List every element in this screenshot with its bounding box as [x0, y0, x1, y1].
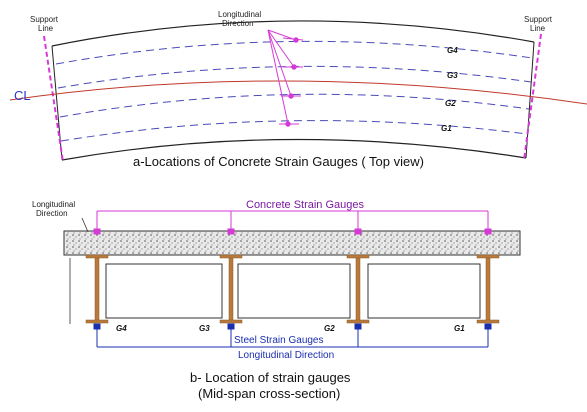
- concrete-gauge-marker: [93, 228, 101, 235]
- support-line-left-label-2: Line: [38, 24, 54, 33]
- support-line-right-label-1: Support: [524, 15, 553, 24]
- girder-g3-bottom-flange: [219, 319, 243, 324]
- support-line-left-label-1: Support: [30, 15, 59, 24]
- girder-label-g4: G4: [116, 324, 127, 333]
- top-view-caption: a-Locations of Concrete Strain Gauges ( …: [133, 154, 424, 169]
- girder-line-g4: [55, 40, 533, 65]
- steel-gauge-marker: [354, 323, 362, 330]
- girder-g4-top-flange: [85, 254, 109, 259]
- concrete-gauge-marker: [285, 121, 291, 127]
- cross-frame: [237, 263, 351, 319]
- girder-g2-bottom-flange: [346, 319, 370, 324]
- girder-label-g1: G1: [441, 124, 452, 133]
- longitudinal-direction-leader: [69, 217, 89, 324]
- centerline: [9, 80, 587, 105]
- girder-label-g2: G2: [324, 324, 335, 333]
- concrete-gauge-bracket: [93, 210, 492, 235]
- concrete-gauge-marker: [291, 64, 297, 70]
- concrete-strain-gauges-label: Concrete Strain Gauges: [246, 199, 365, 211]
- girder-g4-web: [94, 254, 100, 323]
- deck-edge-bottom: [61, 138, 527, 161]
- girder-label-g2: G2: [445, 99, 456, 108]
- support-line-left: [43, 35, 64, 163]
- gauge-arrows: [267, 29, 304, 127]
- longitudinal-direction-bottom-label: Longitudinal Direction: [238, 350, 334, 361]
- steel-gauge-marker: [484, 323, 492, 330]
- steel-gauge-marker: [93, 323, 101, 330]
- concrete-gauge-marker: [288, 93, 294, 99]
- girder-label-g4: G4: [447, 46, 458, 55]
- steel-strain-gauges-label: Steel Strain Gauges: [234, 335, 324, 346]
- section-caption-line1: b- Location of strain gauges: [190, 370, 351, 385]
- top-view: Support Line Support Line Longitudinal D…: [9, 10, 587, 169]
- girder-g3-top-flange: [219, 254, 243, 259]
- girder-g1-top-flange: [476, 254, 500, 259]
- longitudinal-direction-left-1: Longitudinal: [32, 200, 75, 209]
- section-caption-line2: (Mid-span cross-section): [198, 386, 340, 401]
- concrete-deck: [63, 230, 521, 256]
- deck-edge-top: [51, 20, 535, 47]
- centerline-label: CL: [14, 88, 31, 103]
- cross-frame: [105, 263, 223, 319]
- girder-line-g2: [59, 93, 530, 118]
- steel-gauge-bracket: [93, 323, 492, 348]
- support-line-right: [523, 33, 542, 161]
- girder-g2-web: [355, 254, 361, 323]
- concrete-gauge-marker: [227, 228, 235, 235]
- concrete-gauge-marker: [354, 228, 362, 235]
- girder-label-g3: G3: [447, 71, 458, 80]
- girder-g4-bottom-flange: [85, 319, 109, 324]
- girder-g1-web: [485, 254, 491, 323]
- support-line-right-label-2: Line: [530, 24, 546, 33]
- longitudinal-direction-left-2: Direction: [36, 209, 68, 218]
- section-view: Longitudinal Direction Concrete Strain G…: [32, 199, 521, 401]
- girder-label-g1: G1: [454, 324, 465, 333]
- steel-girders: [85, 254, 500, 324]
- girder-label-g3: G3: [199, 324, 210, 333]
- cross-frame: [367, 263, 481, 319]
- concrete-gauge-marker: [484, 228, 492, 235]
- steel-gauge-marker: [227, 323, 235, 330]
- longitudinal-direction-label-2: Direction: [222, 19, 254, 28]
- girder-g3-web: [228, 254, 234, 323]
- concrete-gauge-marker: [293, 37, 299, 43]
- girder-g1-bottom-flange: [476, 319, 500, 324]
- girder-g2-top-flange: [346, 254, 370, 259]
- longitudinal-direction-label-1: Longitudinal: [218, 10, 261, 19]
